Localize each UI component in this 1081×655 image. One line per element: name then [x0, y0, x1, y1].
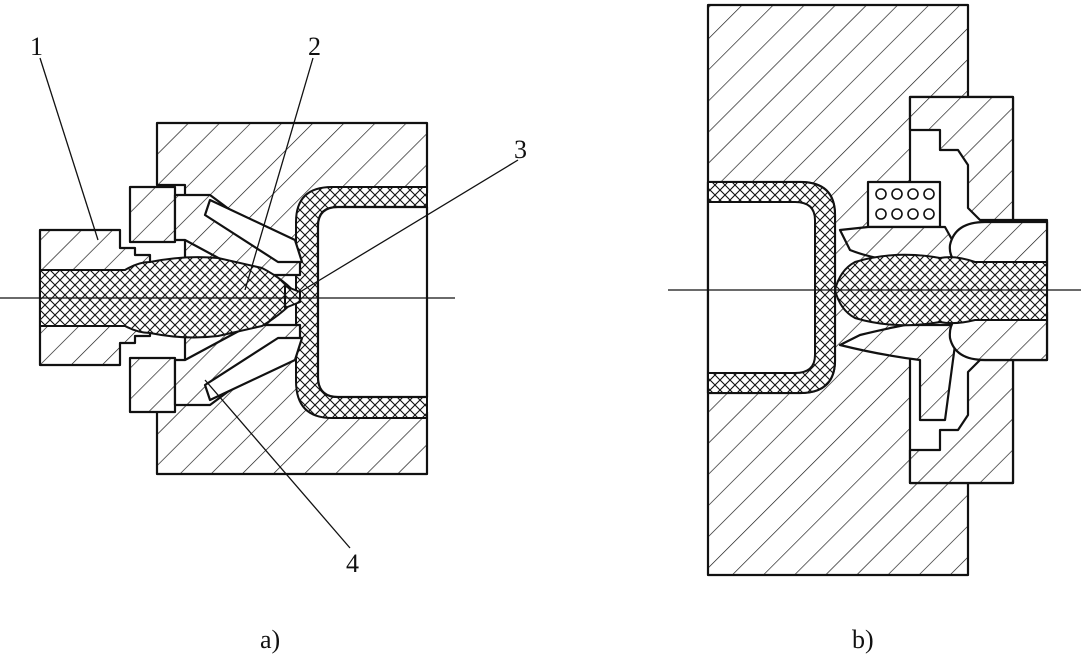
cavity-interior-a: [316, 205, 429, 399]
heater-coils: [875, 188, 935, 220]
housing-upper: [908, 95, 1015, 222]
locating-ring-top: [128, 185, 177, 244]
spreader-lower-fin: [203, 336, 304, 402]
callout-label-3: 3: [514, 135, 527, 164]
leader-2: [244, 57, 314, 291]
callout-label-4: 4: [346, 549, 359, 578]
callout-label-2: 2: [308, 32, 321, 61]
housing-lower: [908, 358, 1015, 485]
caption-a: a): [260, 625, 280, 654]
melt-channel: [39, 256, 299, 339]
cavity-wall-b: [707, 181, 836, 394]
caption-b: b): [852, 625, 874, 654]
leader-4: [204, 379, 351, 549]
callout-label-1: 1: [30, 32, 43, 61]
view-b: b): [668, 3, 1081, 654]
nozzle-body-lower: [838, 323, 957, 422]
gate-tip: [284, 285, 301, 309]
view-a: 1 2 3 4 a): [0, 32, 527, 654]
locating-ring-bottom: [128, 356, 177, 414]
spreader-upper-fin: [203, 198, 304, 264]
leader-3: [299, 159, 519, 293]
leader-1: [39, 57, 99, 241]
